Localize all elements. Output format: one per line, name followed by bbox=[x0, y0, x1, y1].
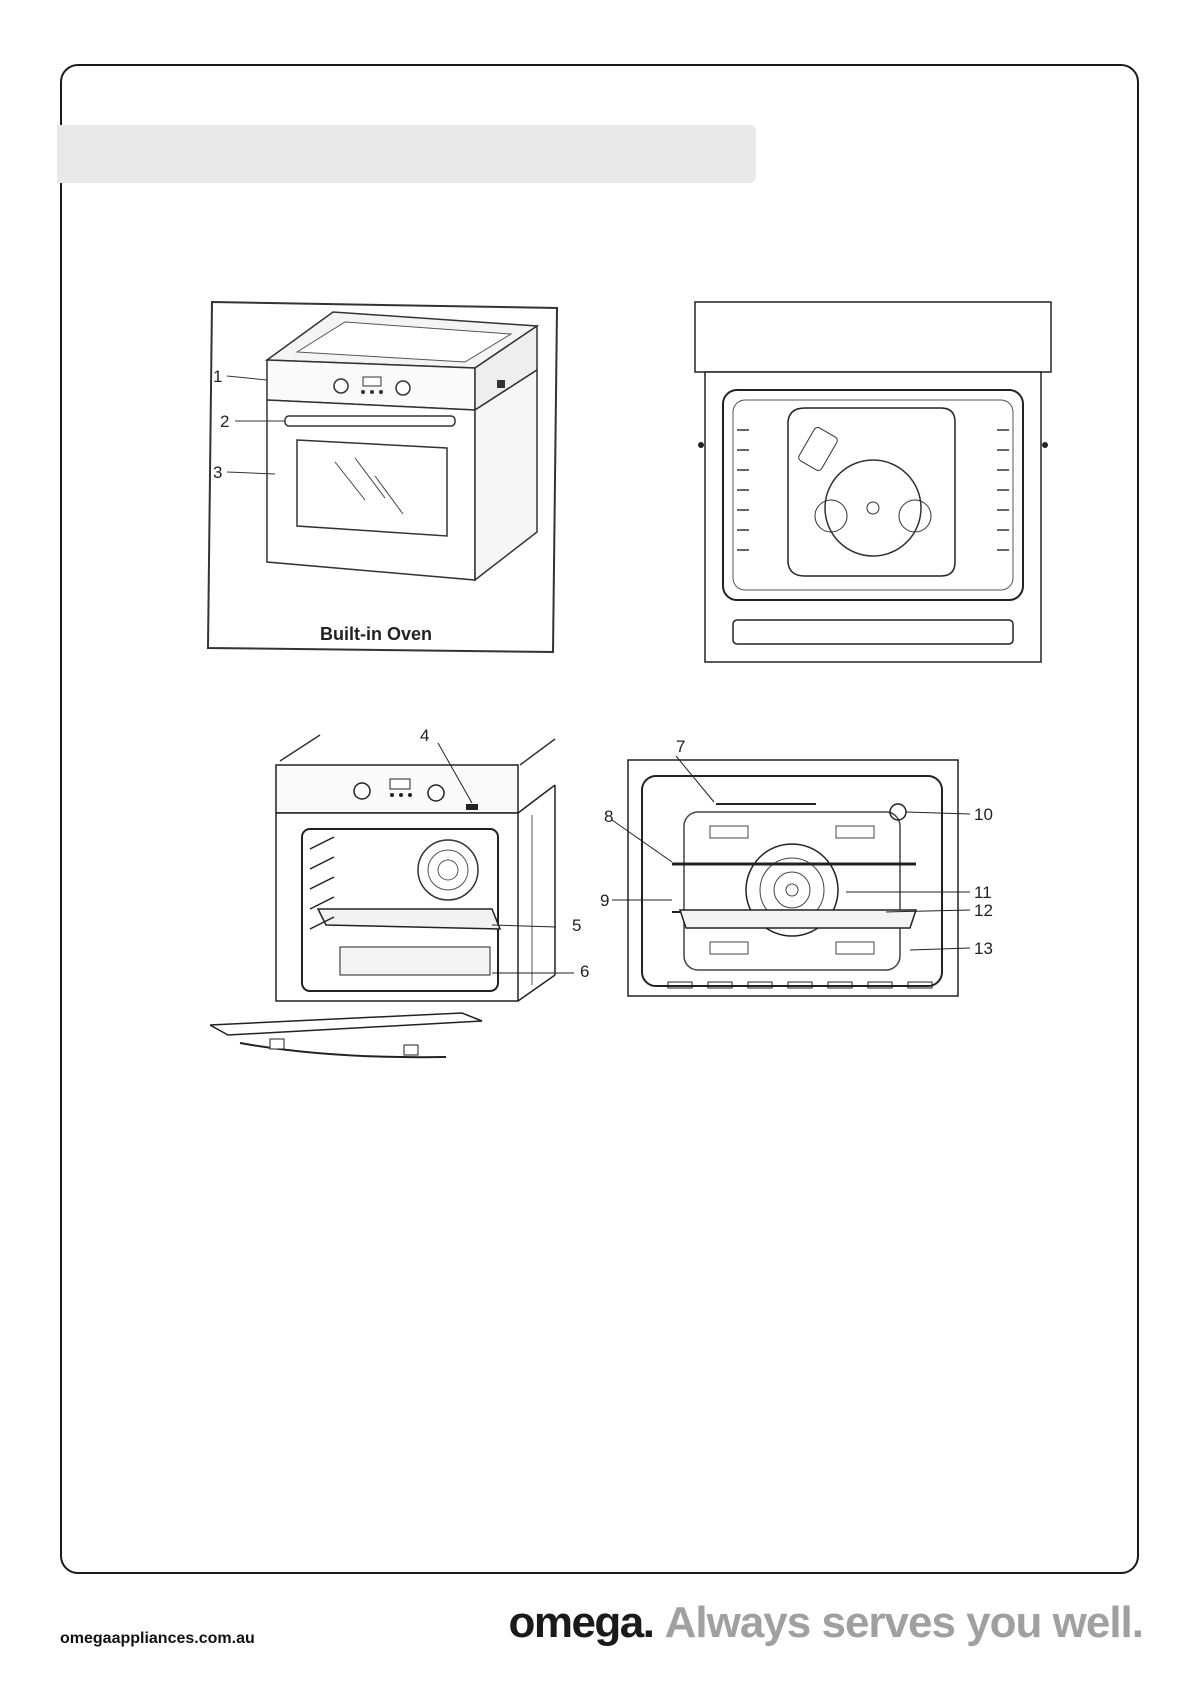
footer-website[interactable]: omegaappliances.com.au bbox=[60, 1630, 255, 1648]
callout-3: 3 bbox=[213, 463, 222, 482]
callout-10: 10 bbox=[974, 805, 993, 824]
interior-drawing: 7 8 9 10 11 12 13 bbox=[600, 732, 1020, 1012]
callout-12: 12 bbox=[974, 901, 993, 920]
open-oven-drawing: 4 5 6 bbox=[210, 725, 600, 1070]
callout-6: 6 bbox=[580, 962, 589, 981]
brand-slogan: Always serves you well. bbox=[655, 1598, 1143, 1647]
brand-dot: . bbox=[643, 1598, 655, 1647]
brand-name: omega bbox=[508, 1598, 642, 1647]
figure-open-oven: 4 5 6 bbox=[210, 725, 600, 1070]
callout-9: 9 bbox=[600, 891, 609, 910]
callout-8: 8 bbox=[604, 807, 613, 826]
figure-oven-cavity bbox=[693, 300, 1053, 665]
callout-7: 7 bbox=[676, 737, 685, 756]
callout-1: 1 bbox=[213, 367, 222, 386]
oven-cavity-drawing bbox=[693, 300, 1053, 665]
figure-builtin-oven: 1 2 3 Built-in Oven bbox=[205, 300, 565, 655]
callout-13: 13 bbox=[974, 939, 993, 958]
figure-interior: 7 8 9 10 11 12 13 bbox=[600, 732, 1020, 1012]
figure-caption: Built-in Oven bbox=[320, 624, 432, 644]
section-title-bar bbox=[57, 125, 756, 183]
callout-5: 5 bbox=[572, 916, 581, 935]
callout-4: 4 bbox=[420, 726, 429, 745]
builtin-oven-drawing: 1 2 3 Built-in Oven bbox=[205, 300, 565, 655]
brand-logo: omega. Always serves you well. bbox=[508, 1598, 1143, 1650]
callout-11: 11 bbox=[974, 883, 992, 902]
callout-2: 2 bbox=[220, 412, 229, 431]
